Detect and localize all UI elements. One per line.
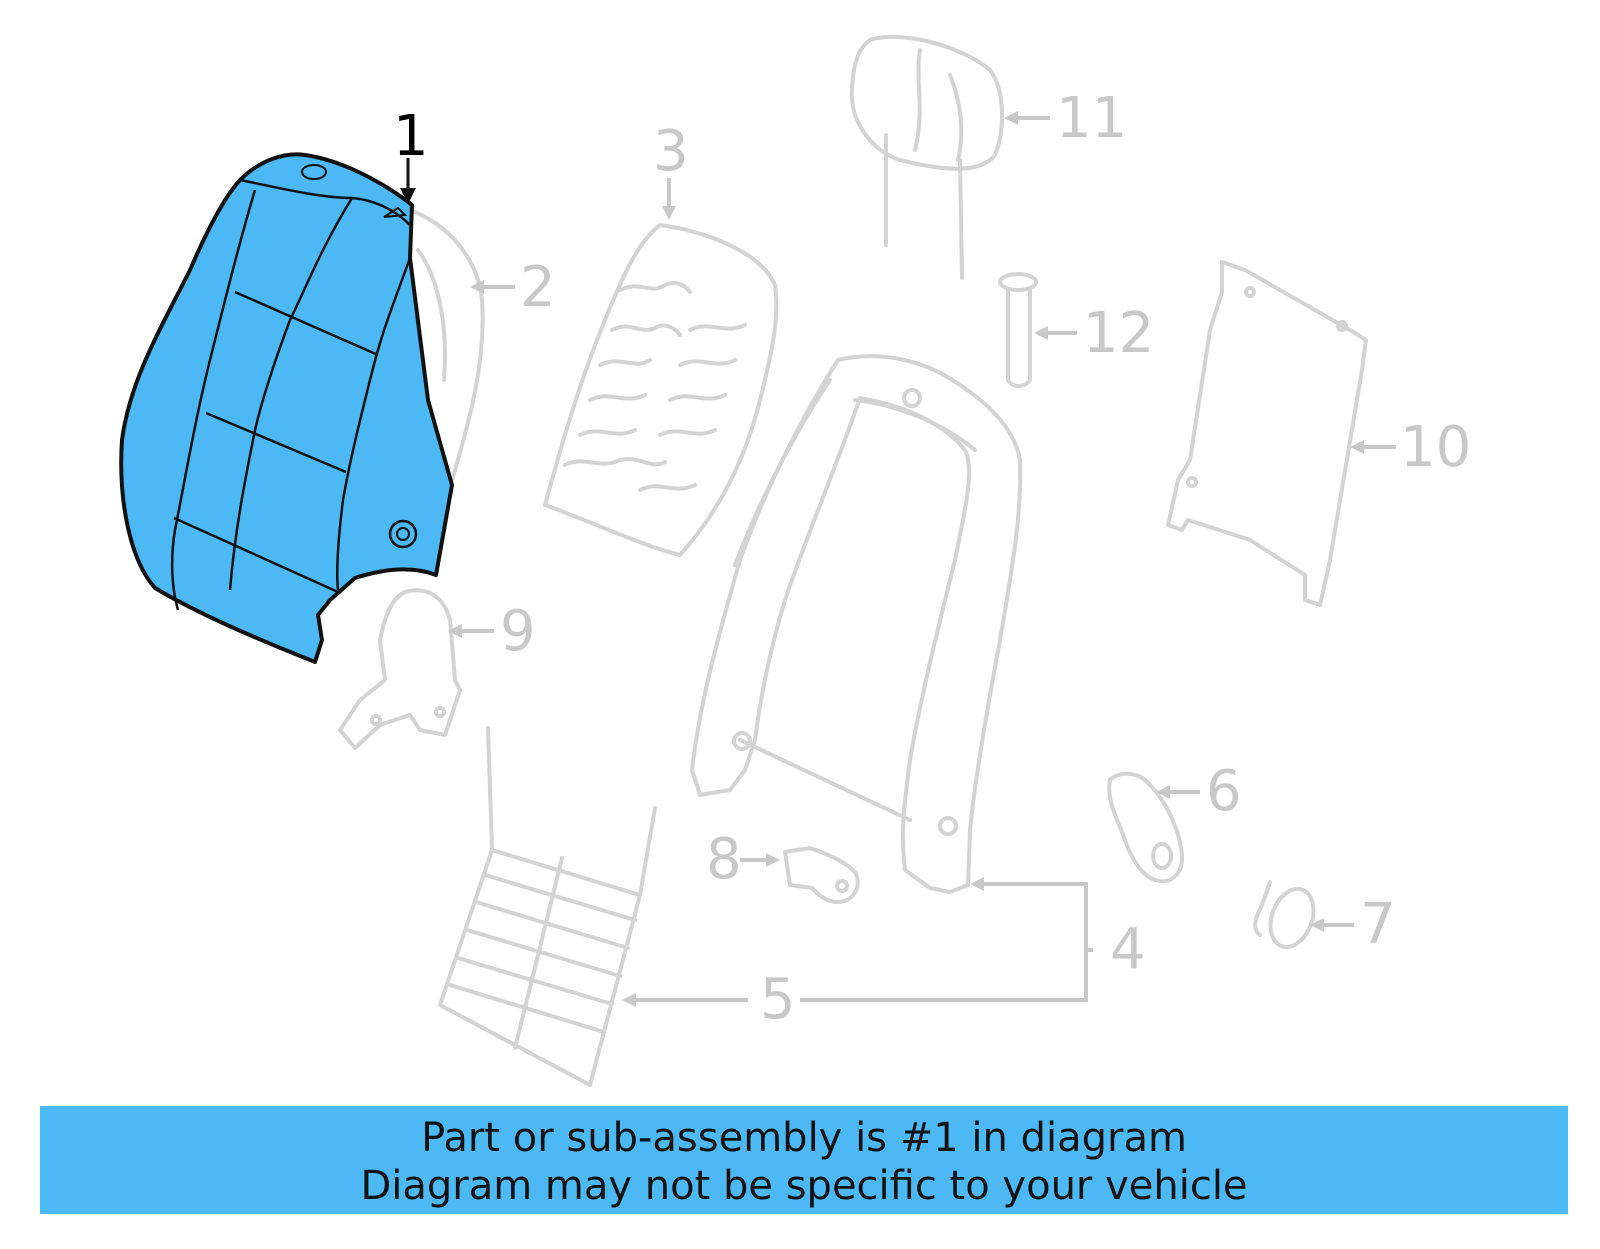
- callout-2: 2: [520, 255, 556, 320]
- callout-6: 6: [1206, 759, 1242, 824]
- callout-10: 10: [1400, 415, 1471, 480]
- part-1-seatback-pad: [119, 152, 454, 664]
- part-3-seatback-foam: [543, 223, 779, 557]
- part-9-bracket: [338, 588, 462, 750]
- part-6-recliner-handle: [1107, 771, 1185, 884]
- arrow-2: [470, 280, 484, 294]
- arrow-7: [1310, 918, 1324, 932]
- arrow-8: [766, 853, 780, 867]
- part-8-clip: [783, 846, 860, 905]
- callout-3: 3: [653, 119, 689, 184]
- callout-4: 4: [1110, 917, 1146, 982]
- arrow-4: [970, 877, 984, 891]
- part-12-headrest-guide: [998, 272, 1038, 388]
- part-10-back-panel: [1166, 260, 1368, 607]
- arrow-11: [1004, 111, 1018, 125]
- callout-11: 11: [1056, 86, 1127, 151]
- leader-4: [800, 882, 1088, 1002]
- callout-1: 1: [393, 104, 429, 169]
- arrow-9: [448, 624, 462, 638]
- callout-9: 9: [500, 599, 536, 664]
- callout-12: 12: [1083, 301, 1154, 366]
- callout-8: 8: [706, 827, 742, 892]
- arrow-3: [662, 206, 676, 220]
- part-11-headrest: [849, 34, 1004, 280]
- arrow-10: [1350, 440, 1364, 454]
- part-4-seatback-frame: [690, 354, 1023, 894]
- part-2-seatback-cover: [408, 208, 485, 482]
- banner-line-2: Diagram may not be specific to your vehi…: [360, 1163, 1248, 1209]
- arrow-1: [400, 188, 416, 204]
- part-7-cap: [1253, 880, 1316, 950]
- banner-line-1: Part or sub-assembly is #1 in diagram: [421, 1115, 1187, 1161]
- arrow-12: [1034, 326, 1048, 340]
- callout-7: 7: [1360, 892, 1396, 957]
- callout-5: 5: [760, 967, 796, 1032]
- part-5-lumbar-support: [438, 726, 657, 1087]
- info-banner: Part or sub-assembly is #1 in diagram Di…: [40, 1106, 1568, 1214]
- arrow-6: [1156, 785, 1170, 799]
- arrow-5: [622, 993, 636, 1007]
